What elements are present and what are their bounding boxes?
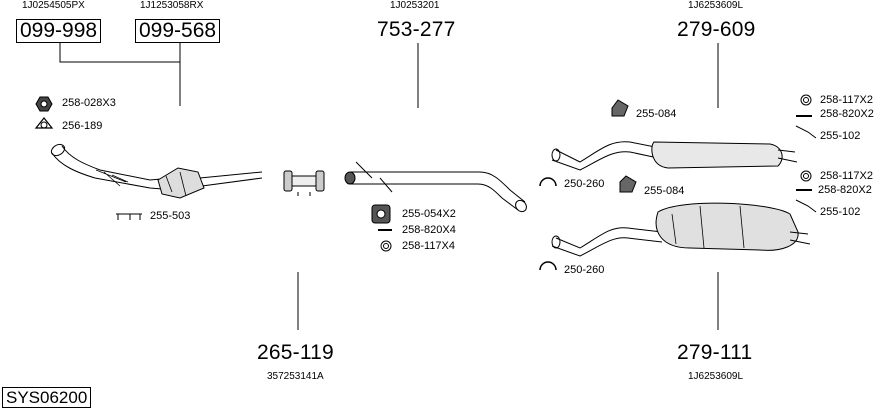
part-number-2[interactable]: 099-568 [135, 19, 221, 43]
oe-number-6: 1J6253609L [688, 371, 744, 382]
hanger-r-icon [795, 125, 817, 213]
accessory-rear2-clamp[interactable]: 250-260 [564, 264, 605, 276]
accessory-rear1-clamp[interactable]: 250-260 [564, 178, 605, 190]
rear-silencer-1 [551, 141, 798, 171]
accessory-ring-mid[interactable]: 258-117X4 [402, 240, 456, 252]
oe-number-3: 1J0253201 [390, 0, 440, 11]
accessory-rear2-hanger-l[interactable]: 255-084 [644, 185, 685, 197]
part-number-1[interactable]: 099-998 [16, 19, 102, 43]
gasket-icon [34, 117, 54, 129]
accessory-gasket[interactable]: 256-189 [62, 120, 103, 132]
part-number-4[interactable]: 279-609 [677, 18, 756, 41]
hanger-icon [611, 99, 637, 193]
oe-number-2: 1J1253058RX [140, 0, 204, 11]
accessory-rear2-ring[interactable]: 258-117X2 [820, 170, 874, 182]
accessory-rear1-hanger-r[interactable]: 255-102 [820, 130, 861, 142]
connector-sleeve [283, 170, 325, 196]
bolt-icon-rear [796, 115, 812, 191]
rear-silencer-2 [551, 202, 811, 257]
part-number-5[interactable]: 265-119 [257, 341, 334, 364]
accessory-rear2-bolt[interactable]: 258-820X2 [818, 184, 872, 196]
oe-number-4: 1J6253609L [688, 0, 744, 11]
catalytic-converter-pipe [50, 143, 263, 199]
clamp-icon [371, 204, 391, 224]
ring-icon [380, 240, 392, 252]
ring-icon-rear [800, 94, 812, 182]
leader-lines [59, 43, 719, 330]
accessory-bolt-mid[interactable]: 258-820X4 [402, 224, 456, 236]
part-number-6[interactable]: 279-111 [677, 341, 753, 364]
oe-number-5: 357253141A [267, 371, 324, 382]
nut-icon [35, 96, 53, 112]
mount-icon [116, 213, 142, 220]
accessory-rear1-ring[interactable]: 258-117X2 [820, 94, 874, 106]
middle-pipe [344, 161, 527, 213]
part-number-3[interactable]: 753-277 [377, 18, 456, 41]
clamp-rear-icon [539, 177, 557, 271]
accessory-cat-mount[interactable]: 255-503 [150, 210, 191, 222]
accessory-nut[interactable]: 258-028X3 [62, 97, 116, 109]
accessory-rear1-bolt[interactable]: 258-820X2 [820, 108, 874, 120]
system-code-badge: SYS06200 [2, 387, 92, 408]
oe-number-1: 1J0254505PX [22, 0, 85, 11]
accessory-rear1-hanger-l[interactable]: 255-084 [636, 108, 677, 120]
accessory-rear2-hanger-r[interactable]: 255-102 [820, 206, 861, 218]
accessory-clamp-mid[interactable]: 255-054X2 [402, 208, 456, 220]
